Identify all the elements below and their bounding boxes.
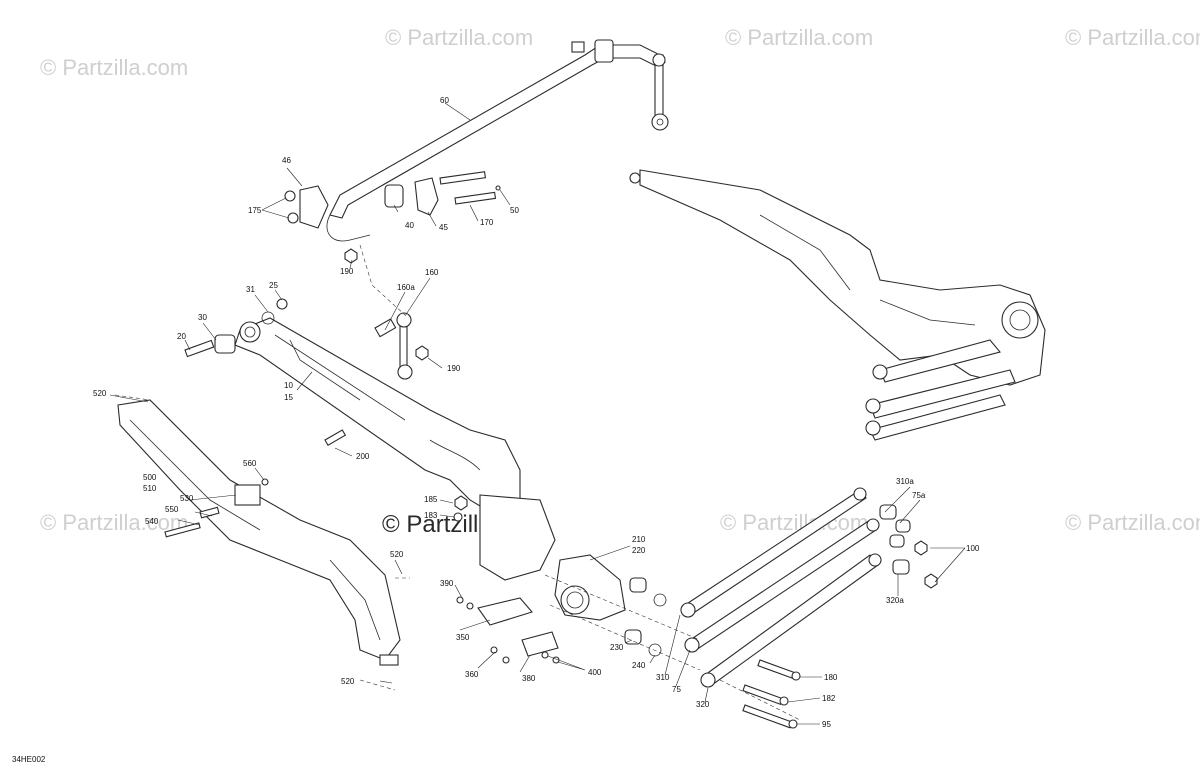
trailing-arm-right-assembly-part	[629, 169, 1046, 441]
watermark-layer: © Partzilla.com © Partzilla.com © Partzi…	[40, 25, 1200, 538]
callout-380: 380	[522, 674, 536, 683]
callout-210: 210	[632, 535, 646, 544]
callout-200: 200	[356, 452, 370, 461]
callout-540: 540	[145, 517, 159, 526]
watermark-text: © Partzilla.com	[1065, 25, 1200, 50]
callout-45: 45	[439, 223, 448, 232]
callout-190: 190	[447, 364, 461, 373]
callout-50: 50	[510, 206, 519, 215]
callout-390: 390	[440, 579, 454, 588]
callout-10: 10	[284, 381, 293, 390]
callout-310a: 310a	[896, 477, 914, 486]
callout-15: 15	[284, 393, 293, 402]
diagram-code: 34HE002	[12, 755, 46, 764]
watermark-text: © Partzilla.com	[720, 510, 868, 535]
stabilizer-link-part	[374, 312, 429, 380]
watermark-text: © Partzilla.com	[40, 55, 188, 80]
callout-labels: 60 46 175 40 45 170 50 190 160 160a 190 …	[93, 96, 980, 729]
hub-knuckle-part	[453, 494, 626, 621]
watermark-text: © Partzilla.com	[725, 25, 873, 50]
bracket-plate-parts	[456, 596, 560, 664]
callout-560: 560	[243, 459, 257, 468]
callout-520: 520	[93, 389, 107, 398]
callout-182: 182	[822, 694, 836, 703]
callout-180: 180	[824, 673, 838, 682]
callout-31: 31	[246, 285, 255, 294]
callout-530: 530	[180, 494, 194, 503]
callout-60: 60	[440, 96, 449, 105]
callout-190: 190	[340, 267, 354, 276]
bolt-parts	[742, 659, 801, 729]
callout-320a: 320a	[886, 596, 904, 605]
control-link-parts	[624, 487, 938, 688]
callout-230: 230	[610, 643, 624, 652]
callout-510: 510	[143, 484, 157, 493]
callout-220: 220	[632, 546, 646, 555]
callout-95: 95	[822, 720, 831, 729]
watermark-text: © Partzilla.com	[1065, 510, 1200, 535]
callout-183: 183	[424, 511, 438, 520]
callout-75a: 75a	[912, 491, 926, 500]
watermark-text: © Partzilla.com	[385, 25, 533, 50]
trailing-arm-left-part	[184, 298, 521, 516]
alignment-lines	[114, 244, 801, 721]
callout-160: 160	[425, 268, 439, 277]
bushing-clamp-parts	[284, 171, 501, 264]
callout-75: 75	[672, 685, 681, 694]
callout-185: 185	[424, 495, 438, 504]
callout-310: 310	[656, 673, 670, 682]
callout-30: 30	[198, 313, 207, 322]
leader-lines	[109, 102, 966, 725]
watermark-text: © Partzilla.com	[40, 510, 188, 535]
callout-20: 20	[177, 332, 186, 341]
callout-46: 46	[282, 156, 291, 165]
callout-350: 350	[456, 633, 470, 642]
callout-40: 40	[405, 221, 414, 230]
callout-320: 320	[696, 700, 710, 709]
callout-520: 520	[341, 677, 355, 686]
callout-520: 520	[390, 550, 404, 559]
callout-360: 360	[465, 670, 479, 679]
callout-100: 100	[966, 544, 980, 553]
callout-25: 25	[269, 281, 278, 290]
stabilizer-bar-part	[326, 39, 669, 242]
callout-170: 170	[480, 218, 494, 227]
callout-400: 400	[588, 668, 602, 677]
callout-500: 500	[143, 473, 157, 482]
callout-550: 550	[165, 505, 179, 514]
callout-175: 175	[248, 206, 262, 215]
callout-160a: 160a	[397, 283, 415, 292]
callout-240: 240	[632, 661, 646, 670]
